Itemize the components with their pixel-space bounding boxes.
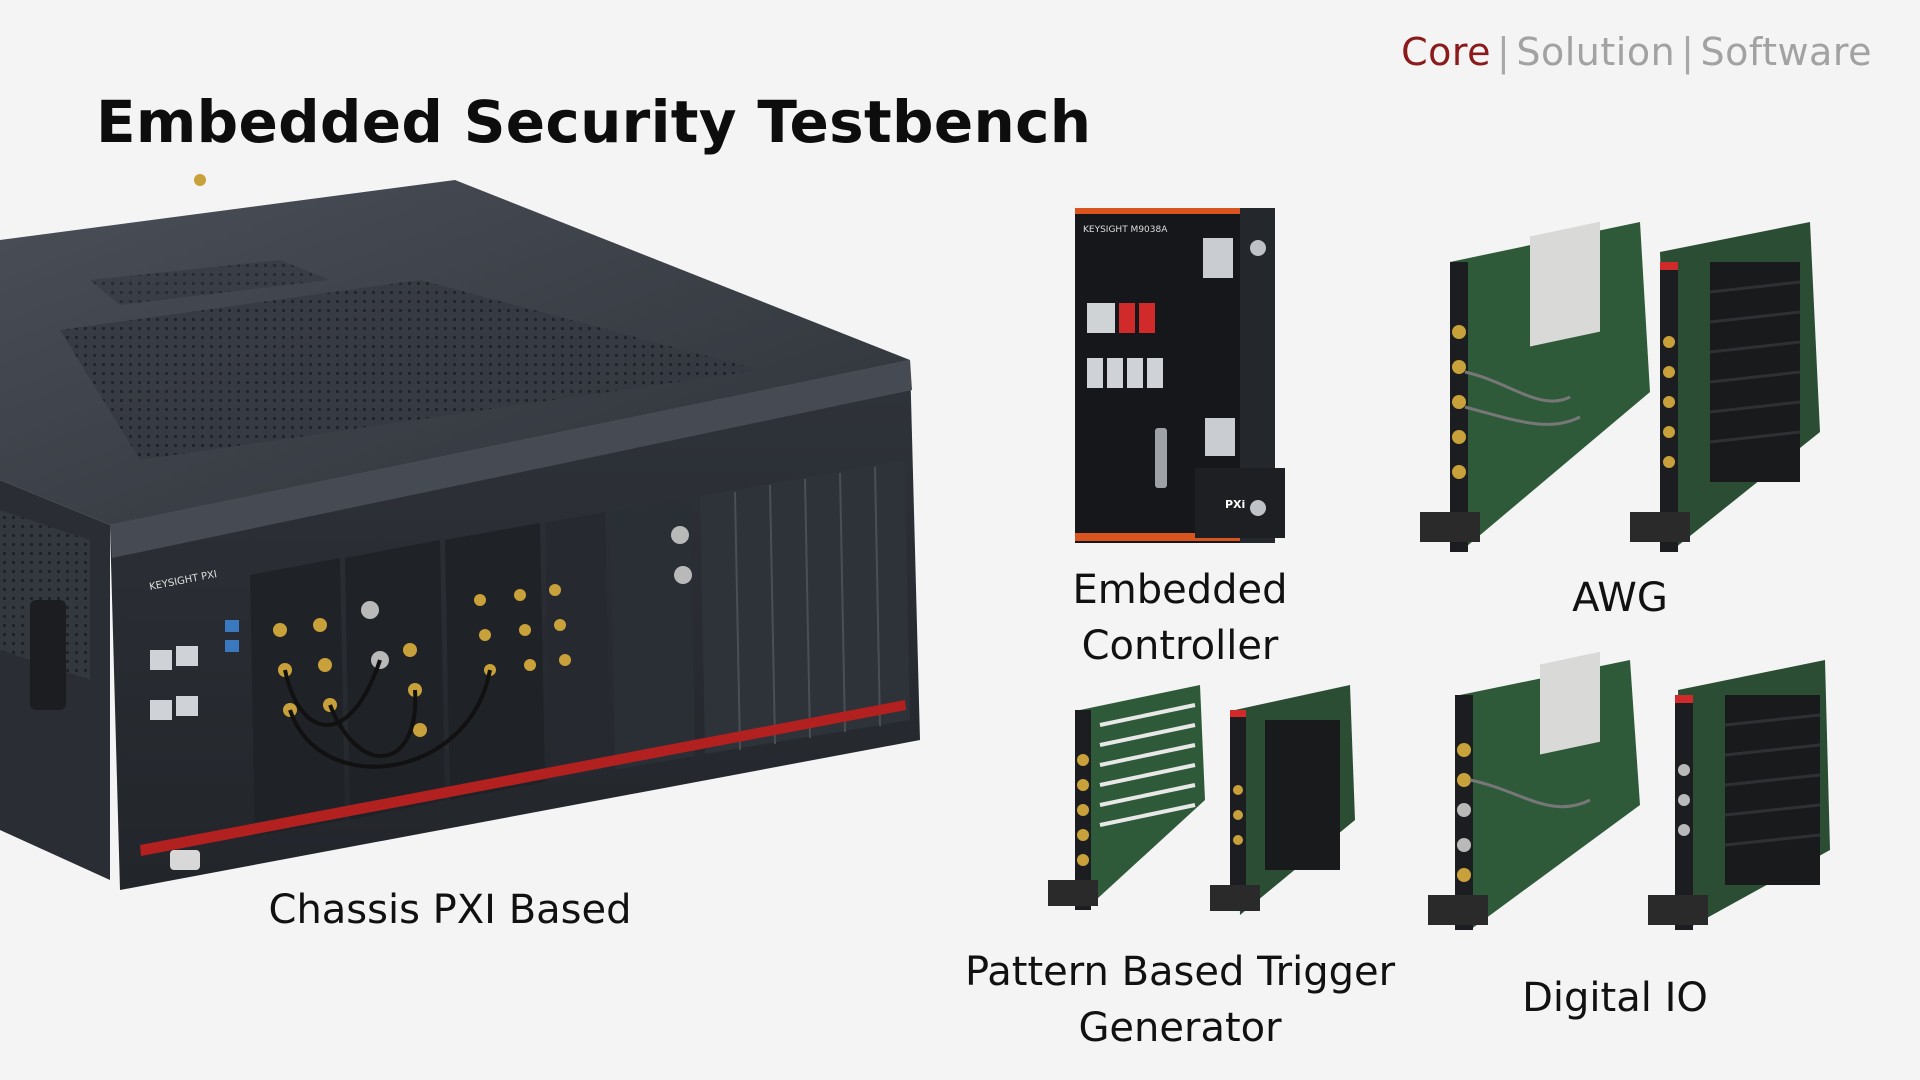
trigger-caption: Pattern Based Trigger Generator [955,944,1405,1056]
nav-item-solution[interactable]: Solution [1516,30,1676,74]
chassis-controller-ports [150,620,239,720]
chassis-caption: Chassis PXI Based [268,887,632,933]
page-title: Embedded Security Testbench [96,88,1092,156]
controller-label-text: KEYSIGHT M9038A [1083,225,1168,235]
digital-io-caption: Digital IO [1522,975,1708,1021]
controller-caption-line1: Embedded [1072,567,1288,613]
nav-separator: | [1681,30,1695,74]
controller-caption: Embedded Controller [1040,562,1320,674]
trigger-generator-module-image [1048,685,1355,915]
trigger-caption-line1: Pattern Based Trigger [964,949,1396,995]
pxi-logo-text: PXi [1225,498,1245,511]
awg-module-image [1420,221,1820,552]
nav-separator: | [1497,30,1511,74]
digital-io-module-image [1428,651,1830,930]
chassis-slot-modules [250,460,910,836]
embedded-controller-image: KEYSIGHT M9038A PXi [1075,208,1285,543]
top-nav: Core|Solution|Software [1401,30,1872,74]
trigger-caption-line2: Generator [1078,1005,1282,1051]
nav-item-core[interactable]: Core [1401,30,1492,74]
nav-item-software[interactable]: Software [1700,30,1872,74]
controller-caption-line2: Controller [1081,623,1279,669]
pxi-chassis-image: KEYSIGHT PXI [0,174,920,890]
awg-caption: AWG [1572,575,1668,621]
